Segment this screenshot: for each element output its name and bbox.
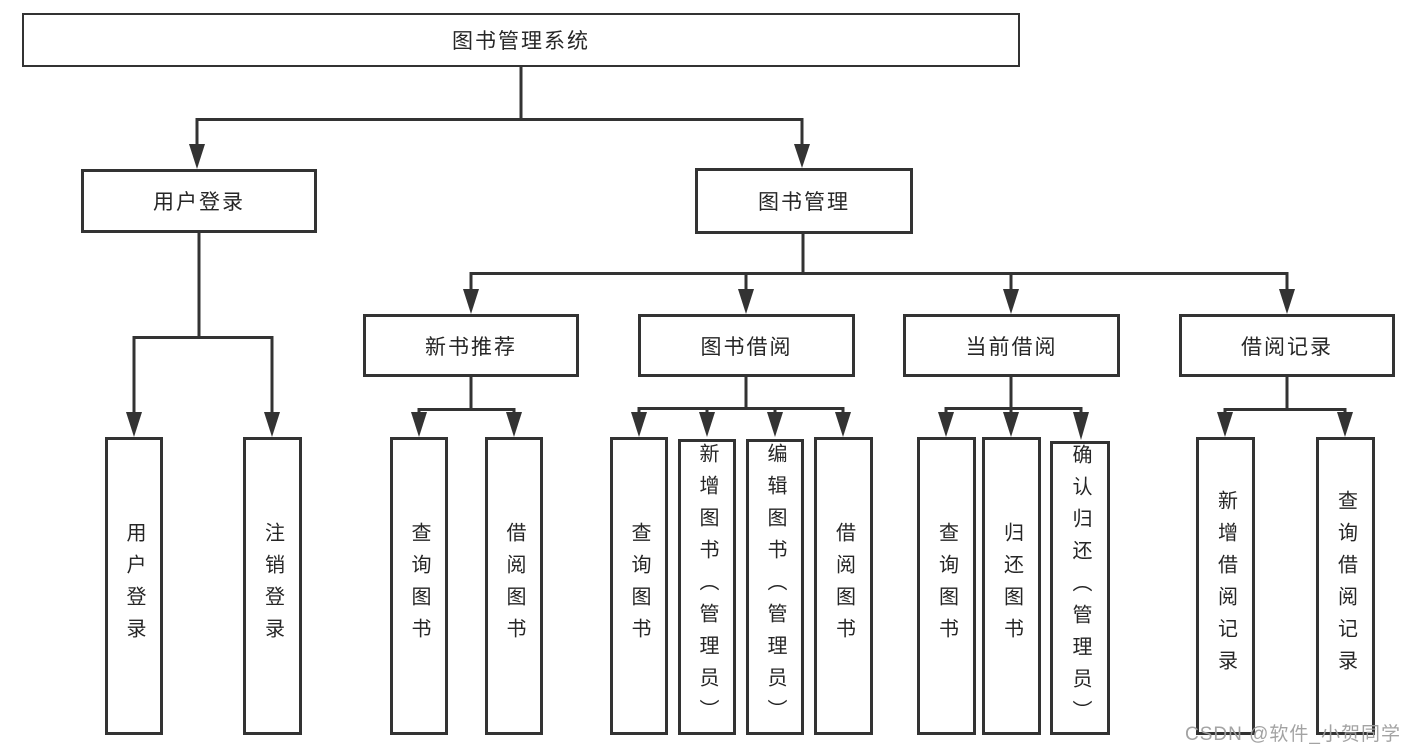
leaf-bb-add-books-admin-label: 新增图书（管理员） [696, 443, 718, 731]
node-book-borrow: 图书借阅 [638, 314, 855, 377]
leaf-bb-borrow-books: 借阅图书 [814, 437, 873, 735]
node-user-login-label: 用户登录 [153, 191, 245, 214]
node-current-borrow: 当前借阅 [903, 314, 1120, 377]
edge-book-mgmt-trunk [469, 234, 1289, 292]
leaf-br-query-record: 查询借阅记录 [1316, 437, 1375, 735]
edge-root-trunk [195, 67, 804, 147]
leaf-logout-label: 注销登录 [261, 522, 284, 650]
leaf-nbr-borrow-books-label: 借阅图书 [503, 522, 525, 650]
arrowheads [126, 144, 1353, 440]
node-current-borrow-label: 当前借阅 [965, 335, 1058, 359]
leaf-cb-confirm-return-admin-label: 确认归还（管理员） [1069, 444, 1091, 732]
leaf-nbr-query-books: 查询图书 [390, 437, 448, 735]
leaf-nbr-query-books-label: 查询图书 [408, 522, 430, 650]
node-borrow-records-label: 借阅记录 [1241, 335, 1333, 359]
node-root: 图书管理系统 [22, 13, 1020, 67]
edge-book-borrow-trunk [637, 377, 845, 416]
leaf-bb-add-books-admin: 新增图书（管理员） [678, 439, 736, 735]
leaf-bb-edit-books-admin: 编辑图书（管理员） [746, 439, 804, 735]
leaf-cb-confirm-return-admin: 确认归还（管理员） [1050, 441, 1110, 735]
leaf-br-add-record: 新增借阅记录 [1196, 437, 1255, 735]
node-user-login: 用户登录 [81, 169, 317, 233]
leaf-user-login: 用户登录 [105, 437, 163, 735]
leaf-nbr-borrow-books: 借阅图书 [485, 437, 543, 735]
edge-borrow-records-trunk [1223, 377, 1347, 416]
node-book-mgmt: 图书管理 [695, 168, 913, 234]
csdn-watermark: CSDN @软件_小贺同学 [1185, 724, 1401, 745]
leaf-cb-query-books: 查询图书 [917, 437, 976, 735]
edge-user-login-trunk [132, 233, 274, 416]
node-book-mgmt-label: 图书管理 [758, 191, 850, 214]
node-root-label: 图书管理系统 [452, 30, 590, 53]
leaf-bb-query-books-label: 查询图书 [628, 522, 650, 650]
node-book-borrow-label: 图书借阅 [700, 335, 793, 359]
leaf-bb-edit-books-admin-label: 编辑图书（管理员） [764, 443, 786, 731]
leaf-cb-return-books-label: 归还图书 [1000, 522, 1023, 650]
node-borrow-records: 借阅记录 [1179, 314, 1395, 377]
leaf-logout: 注销登录 [243, 437, 302, 735]
edge-current-borrow-trunk [944, 377, 1083, 416]
node-new-book-rec: 新书推荐 [363, 314, 579, 377]
leaf-cb-query-books-label: 查询图书 [935, 522, 958, 650]
node-new-book-rec-label: 新书推荐 [425, 335, 517, 359]
leaf-cb-return-books: 归还图书 [982, 437, 1041, 735]
leaf-br-add-record-label: 新增借阅记录 [1214, 490, 1237, 682]
leaf-bb-query-books: 查询图书 [610, 437, 668, 735]
edge-new-book-rec-trunk [417, 377, 516, 416]
leaf-user-login-label: 用户登录 [123, 522, 145, 650]
leaf-br-query-record-label: 查询借阅记录 [1334, 490, 1357, 682]
leaf-bb-borrow-books-label: 借阅图书 [832, 522, 855, 650]
